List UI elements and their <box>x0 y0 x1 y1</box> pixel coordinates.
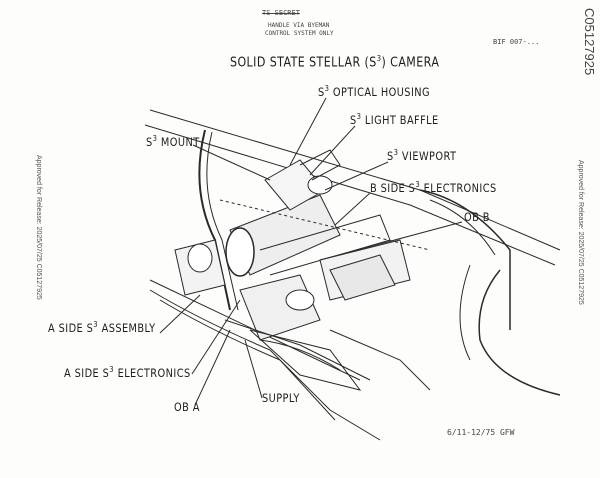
label-optical-housing: S3 OPTICAL HOUSING <box>318 84 430 99</box>
classification-stamp: TS SECRET <box>262 9 300 17</box>
label-mount: S3 MOUNT <box>146 134 200 149</box>
label-light-baffle: S3 LIGHT BAFFLE <box>350 112 439 127</box>
label-b-side-electronics: B SIDE S3 ELECTRONICS <box>370 180 497 195</box>
document-id: C05127925 <box>582 8 597 76</box>
label-supply: SUPPLY <box>262 391 300 405</box>
diagram-title: SOLID STATE STELLAR (S3) CAMERA <box>230 54 439 70</box>
label-ob-a: OB A <box>174 400 200 414</box>
label-viewport: S3 VIEWPORT <box>387 148 457 163</box>
handling-caveat-line1: HANDLE VIA BYEMAN <box>268 22 330 29</box>
release-stamp-left: Approved for Release: 2025/07/25 C051279… <box>35 155 42 300</box>
release-stamp-right: Approved for Release: 2025/07/25 C051279… <box>577 160 584 305</box>
label-a-side-electronics: A SIDE S3 ELECTRONICS <box>64 365 191 380</box>
label-a-side-assembly: A SIDE S3 ASSEMBLY <box>48 320 156 335</box>
title-text: SOLID STATE STELLAR (S <box>230 55 377 71</box>
label-ob-b: OB B <box>464 210 490 224</box>
title-superscript: 3 <box>376 54 382 63</box>
title-text-end: ) CAMERA <box>381 55 440 71</box>
doc-reference: BIF 007-... <box>493 38 540 46</box>
date-initials: 6/11-12/75 GFW <box>447 428 515 437</box>
handling-caveat-line2: CONTROL SYSTEM ONLY <box>265 30 334 37</box>
